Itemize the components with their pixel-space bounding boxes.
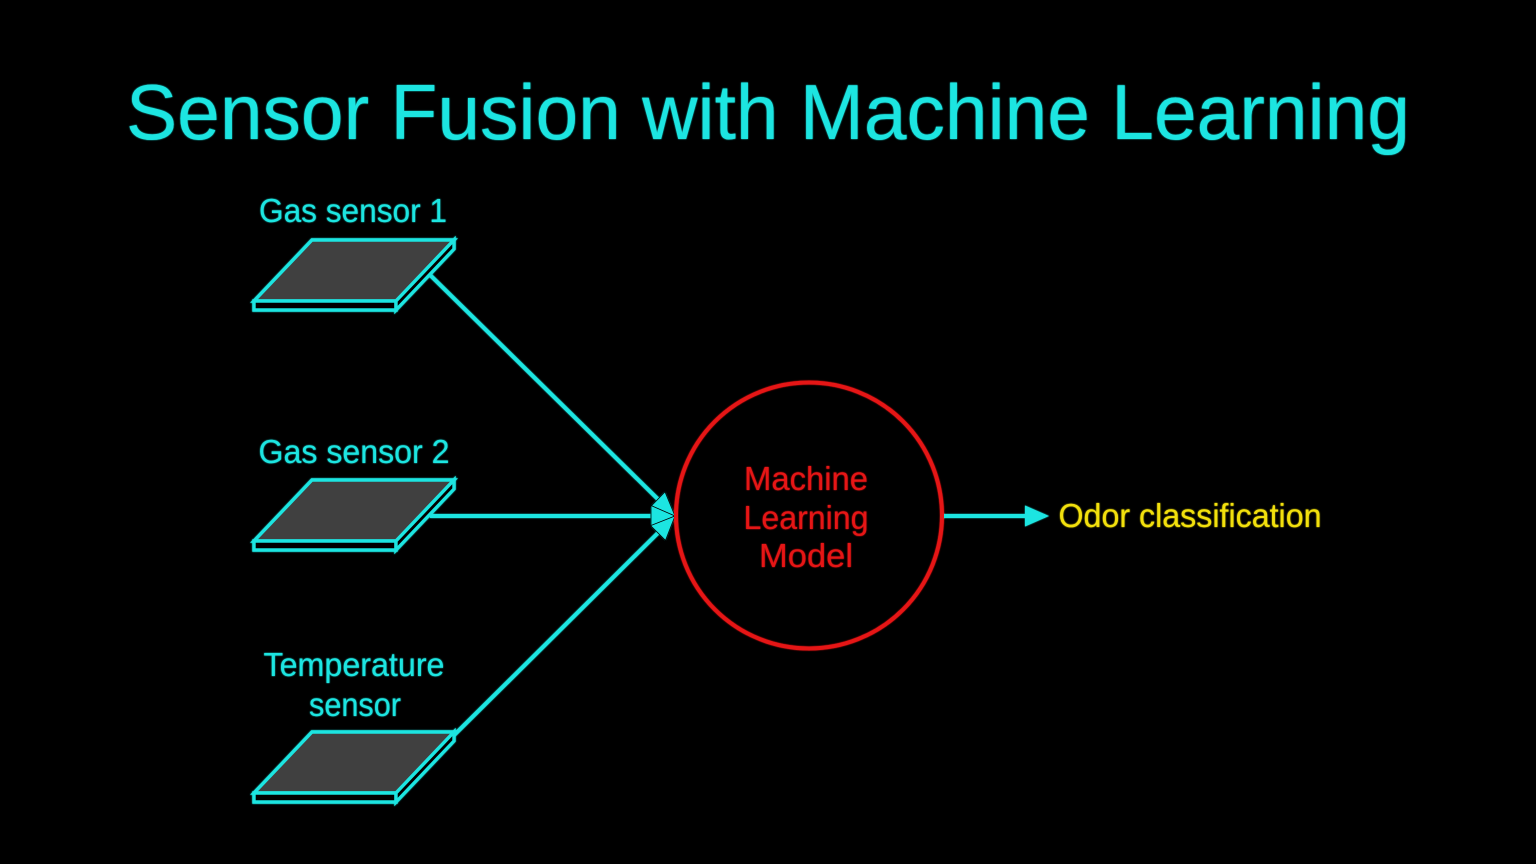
svg-text:Gas sensor 2: Gas sensor 2 — [259, 433, 450, 470]
svg-text:Learning: Learning — [744, 499, 869, 536]
svg-text:Odor classification: Odor classification — [1059, 497, 1322, 534]
svg-text:Machine: Machine — [744, 460, 868, 497]
svg-text:Model: Model — [759, 537, 853, 574]
svg-text:Sensor Fusion with Machine Lea: Sensor Fusion with Machine Learning — [126, 68, 1410, 156]
svg-text:Temperature: Temperature — [264, 646, 445, 683]
svg-text:sensor: sensor — [309, 686, 401, 723]
svg-text:Gas sensor 1: Gas sensor 1 — [259, 192, 447, 229]
